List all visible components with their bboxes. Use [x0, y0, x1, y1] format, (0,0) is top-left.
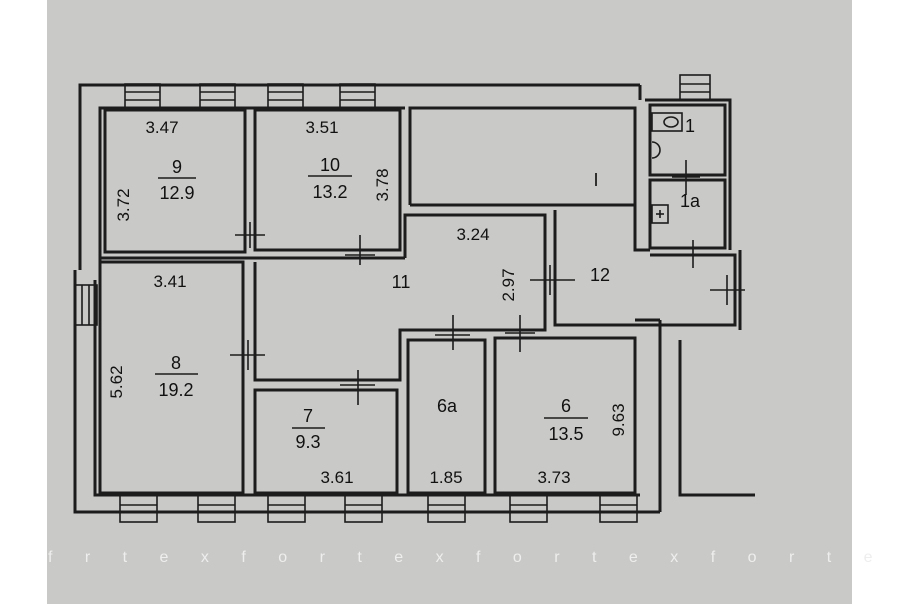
room-11-number: 11 — [392, 272, 411, 292]
sink-icon — [651, 141, 661, 159]
dim-r8-width: 3.41 — [153, 272, 186, 291]
room-10-area: 13.2 — [312, 182, 347, 202]
room-9-number: 9 — [172, 157, 182, 177]
dim-r11-height: 2.97 — [499, 268, 518, 301]
room-9-area: 12.9 — [159, 183, 194, 203]
room-1a-number: 1a — [680, 191, 701, 211]
room-7-number: 7 — [303, 406, 313, 426]
windows — [74, 74, 711, 523]
watermark: f r t e x f o r t e x f o r t e x f o r … — [48, 549, 900, 566]
dim-r6-height: 9.63 — [609, 403, 628, 436]
doors — [230, 160, 745, 405]
dim-r9-height: 3.72 — [114, 188, 133, 221]
dim-r7-width: 3.61 — [320, 468, 353, 487]
dim-r10-width: 3.51 — [305, 118, 338, 137]
toilet-icon — [651, 112, 683, 132]
dim-r8-height: 5.62 — [107, 365, 126, 398]
room-6a-number: 6a — [437, 396, 458, 416]
room-8-area: 19.2 — [158, 380, 193, 400]
room-10-number: 10 — [320, 155, 340, 175]
dim-r6-width: 3.73 — [537, 468, 570, 487]
room-1-number: 1 — [685, 116, 695, 136]
room-7-area: 9.3 — [295, 432, 320, 452]
dim-r6a-width: 1.85 — [429, 468, 462, 487]
room-12-number: 12 — [590, 265, 610, 285]
dim-r10-height: 3.78 — [373, 168, 392, 201]
interior-walls — [98, 103, 737, 495]
room-I-number: I — [593, 170, 598, 190]
room-6-area: 13.5 — [548, 424, 583, 444]
dim-r11-width: 3.24 — [456, 225, 489, 244]
dim-r9-width: 3.47 — [145, 118, 178, 137]
room-6-number: 6 — [561, 396, 571, 416]
bath-fixture-icon — [651, 204, 669, 224]
room-8-number: 8 — [171, 353, 181, 373]
outer-walls — [73, 83, 755, 514]
